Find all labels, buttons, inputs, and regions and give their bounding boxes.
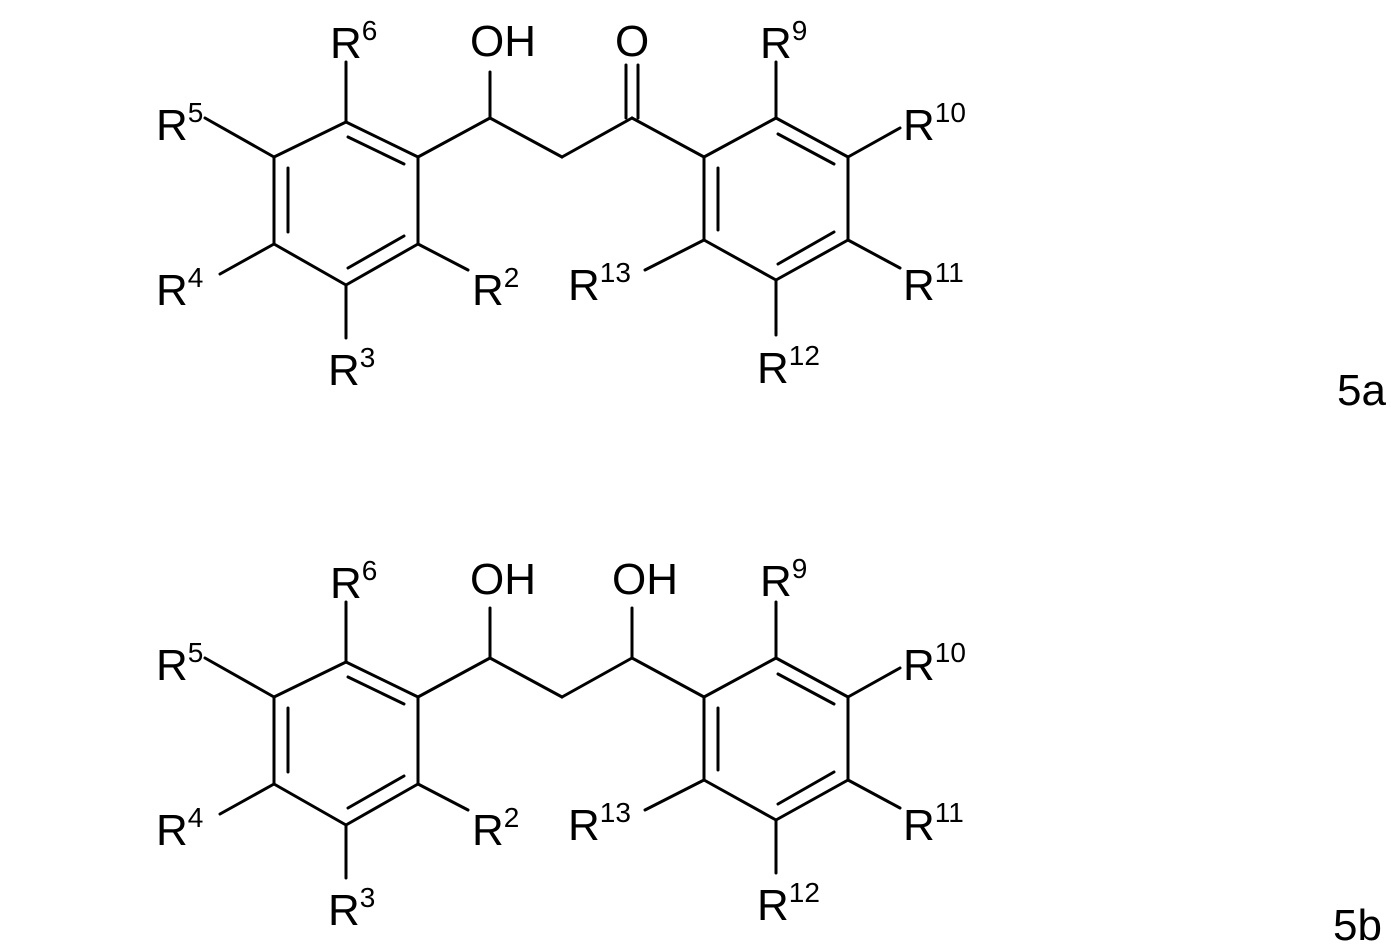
label-r3: R3 <box>328 342 375 395</box>
label-r6: R6 <box>330 555 377 608</box>
label-r2: R2 <box>472 802 519 855</box>
label-oh-left: OH <box>470 17 536 66</box>
label-r10: R10 <box>903 97 966 150</box>
label-r4: R4 <box>156 262 203 315</box>
compound-label-5a: 5a <box>1337 366 1386 415</box>
label-r6: R6 <box>330 15 377 68</box>
label-r9: R9 <box>760 553 807 606</box>
label-r11: R11 <box>903 797 964 850</box>
label-r5: R5 <box>156 637 203 690</box>
label-r2: R2 <box>472 262 519 315</box>
left-benzene-ring <box>274 122 418 285</box>
compound-label-5b: 5b <box>1333 901 1382 945</box>
propane-chain <box>418 608 704 697</box>
label-oh-right: OH <box>612 555 678 604</box>
label-r11: R11 <box>903 257 964 310</box>
label-r13: R13 <box>568 257 631 310</box>
label-r3: R3 <box>328 882 375 935</box>
right-benzene-ring <box>704 118 848 280</box>
label-oh-left: OH <box>470 555 536 604</box>
structure-5a: R6 R5 R4 R3 R2 OH O R9 R10 R11 R12 R13 5… <box>156 15 1386 415</box>
label-r13: R13 <box>568 797 631 850</box>
label-r12: R12 <box>757 340 820 393</box>
left-benzene-ring <box>274 662 418 825</box>
label-r12: R12 <box>757 877 820 930</box>
label-r9: R9 <box>760 15 807 68</box>
label-r10: R10 <box>903 637 966 690</box>
structure-5b: R6 R5 R4 R3 R2 OH OH R9 R10 R11 R12 R13 … <box>156 553 1382 945</box>
propane-chain <box>418 65 704 157</box>
label-r5: R5 <box>156 97 203 150</box>
label-ketone-oxygen: O <box>615 17 649 66</box>
right-benzene-ring <box>704 658 848 820</box>
label-r4: R4 <box>156 802 203 855</box>
